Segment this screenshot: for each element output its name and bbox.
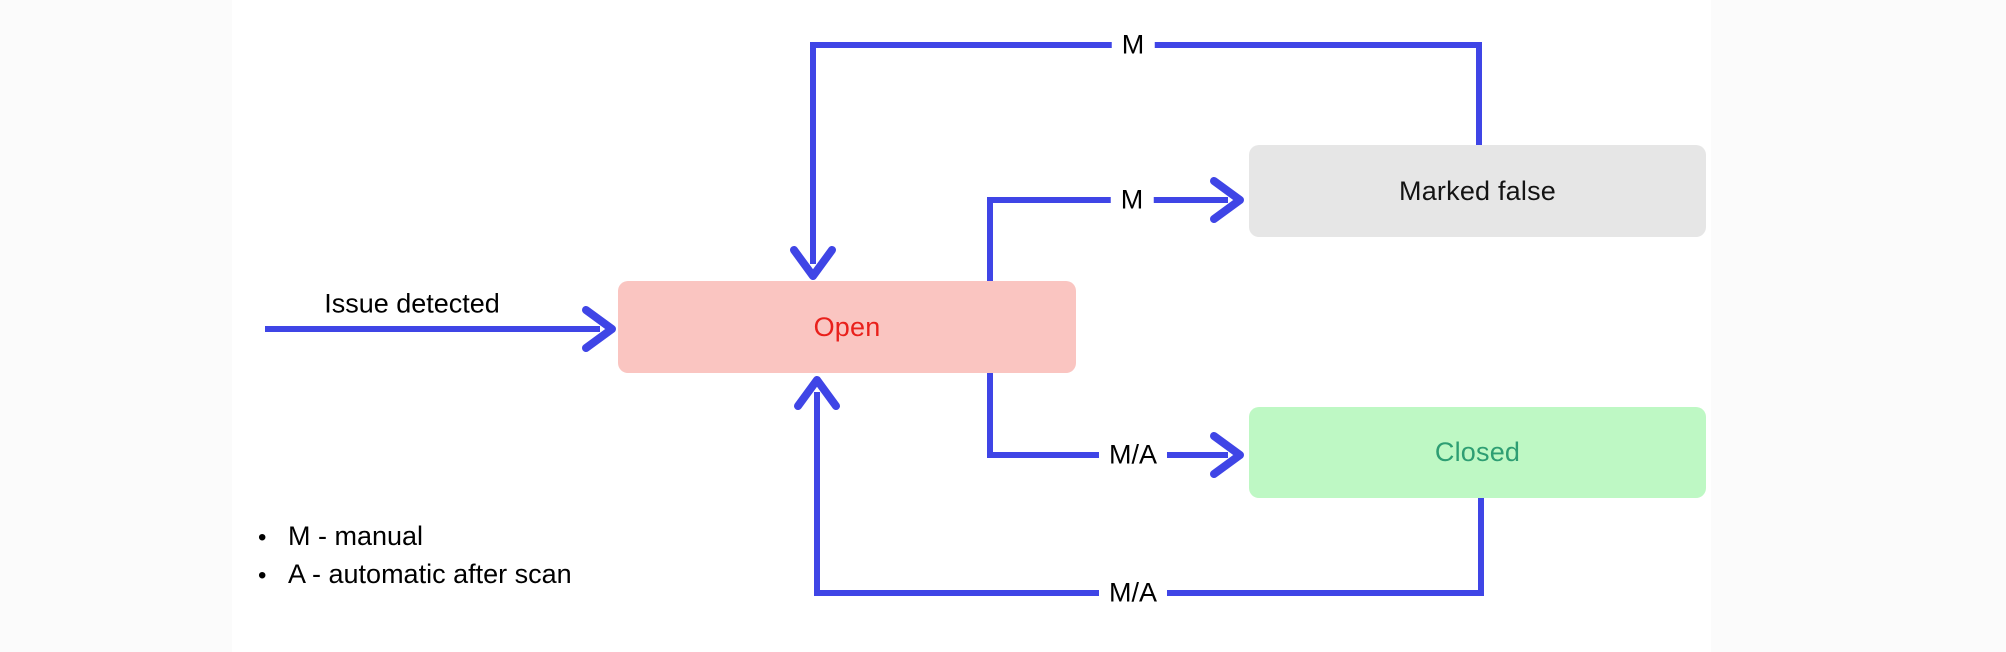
state-node-closed-label: Closed bbox=[1434, 437, 1521, 467]
legend-item-automatic: • A - automatic after scan bbox=[258, 556, 572, 594]
legend-item-automatic-text: A - automatic after scan bbox=[288, 559, 572, 589]
edge-label-closed-to-open: M/A bbox=[1098, 576, 1168, 610]
state-node-open: Open bbox=[618, 281, 1076, 373]
legend: • M - manual • A - automatic after scan bbox=[258, 518, 572, 594]
edge-label-open-to-marked-false: M bbox=[1110, 183, 1154, 217]
state-node-closed: Closed bbox=[1249, 407, 1706, 498]
edge-label-open-to-closed: M/A bbox=[1098, 438, 1168, 472]
state-node-open-label: Open bbox=[813, 311, 881, 342]
entry-arrow-caption: Issue detected bbox=[324, 288, 500, 319]
state-node-marked-false-label: Marked false bbox=[1399, 175, 1556, 206]
edge-label-marked-false-to-open: M bbox=[1111, 28, 1155, 62]
legend-item-manual: • M - manual bbox=[258, 518, 572, 556]
state-node-marked-false: Marked false bbox=[1249, 145, 1706, 237]
bullet-icon: • bbox=[258, 562, 267, 589]
edge-entry-to-open bbox=[265, 306, 616, 352]
legend-item-manual-text: M - manual bbox=[288, 521, 424, 551]
bullet-icon: • bbox=[258, 524, 267, 551]
